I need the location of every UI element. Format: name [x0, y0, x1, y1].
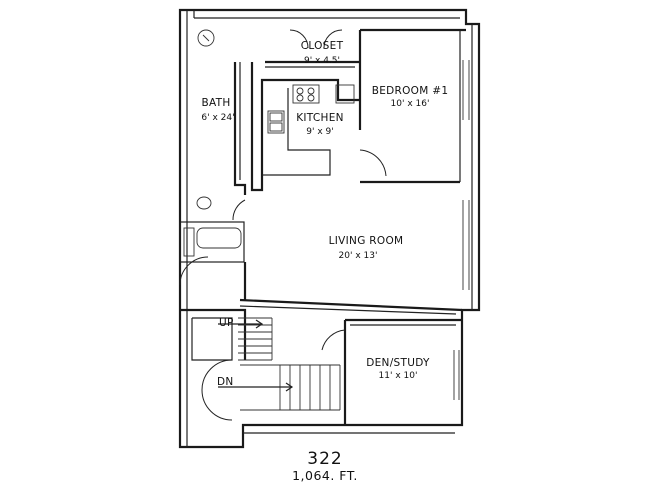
- bath-size: 6' x 24': [201, 113, 234, 123]
- bedroom-size: 10' x 16': [391, 99, 430, 109]
- living-room-size: 20' x 13': [339, 251, 378, 261]
- unit-area: 1,064. FT.: [292, 468, 358, 483]
- kitchen-size: 9' x 9': [306, 127, 333, 137]
- bedroom-label: BEDROOM #1: [372, 85, 449, 97]
- kitchen: [250, 62, 360, 192]
- living-room-label: LIVING ROOM: [329, 235, 404, 247]
- stairs: [180, 308, 341, 421]
- bath-label: BATH: [201, 97, 230, 109]
- stairs-up-label: UP: [219, 317, 234, 329]
- closet-walls: [265, 29, 360, 68]
- kitchen-label: KITCHEN: [296, 112, 344, 124]
- living-room-walls: [179, 200, 470, 315]
- den-label: DEN/STUDY: [366, 357, 430, 369]
- closet-size: 9' x 4.5': [304, 56, 340, 66]
- closet-label: CLOSET: [301, 40, 344, 52]
- unit-number: 322: [307, 449, 343, 469]
- den-walls: [321, 318, 462, 425]
- bath: [179, 29, 247, 263]
- stairs-down-label: DN: [217, 376, 234, 388]
- bedroom-walls: [358, 28, 470, 184]
- den-size: 11' x 10': [379, 371, 418, 381]
- exterior-walls: [178, 8, 481, 449]
